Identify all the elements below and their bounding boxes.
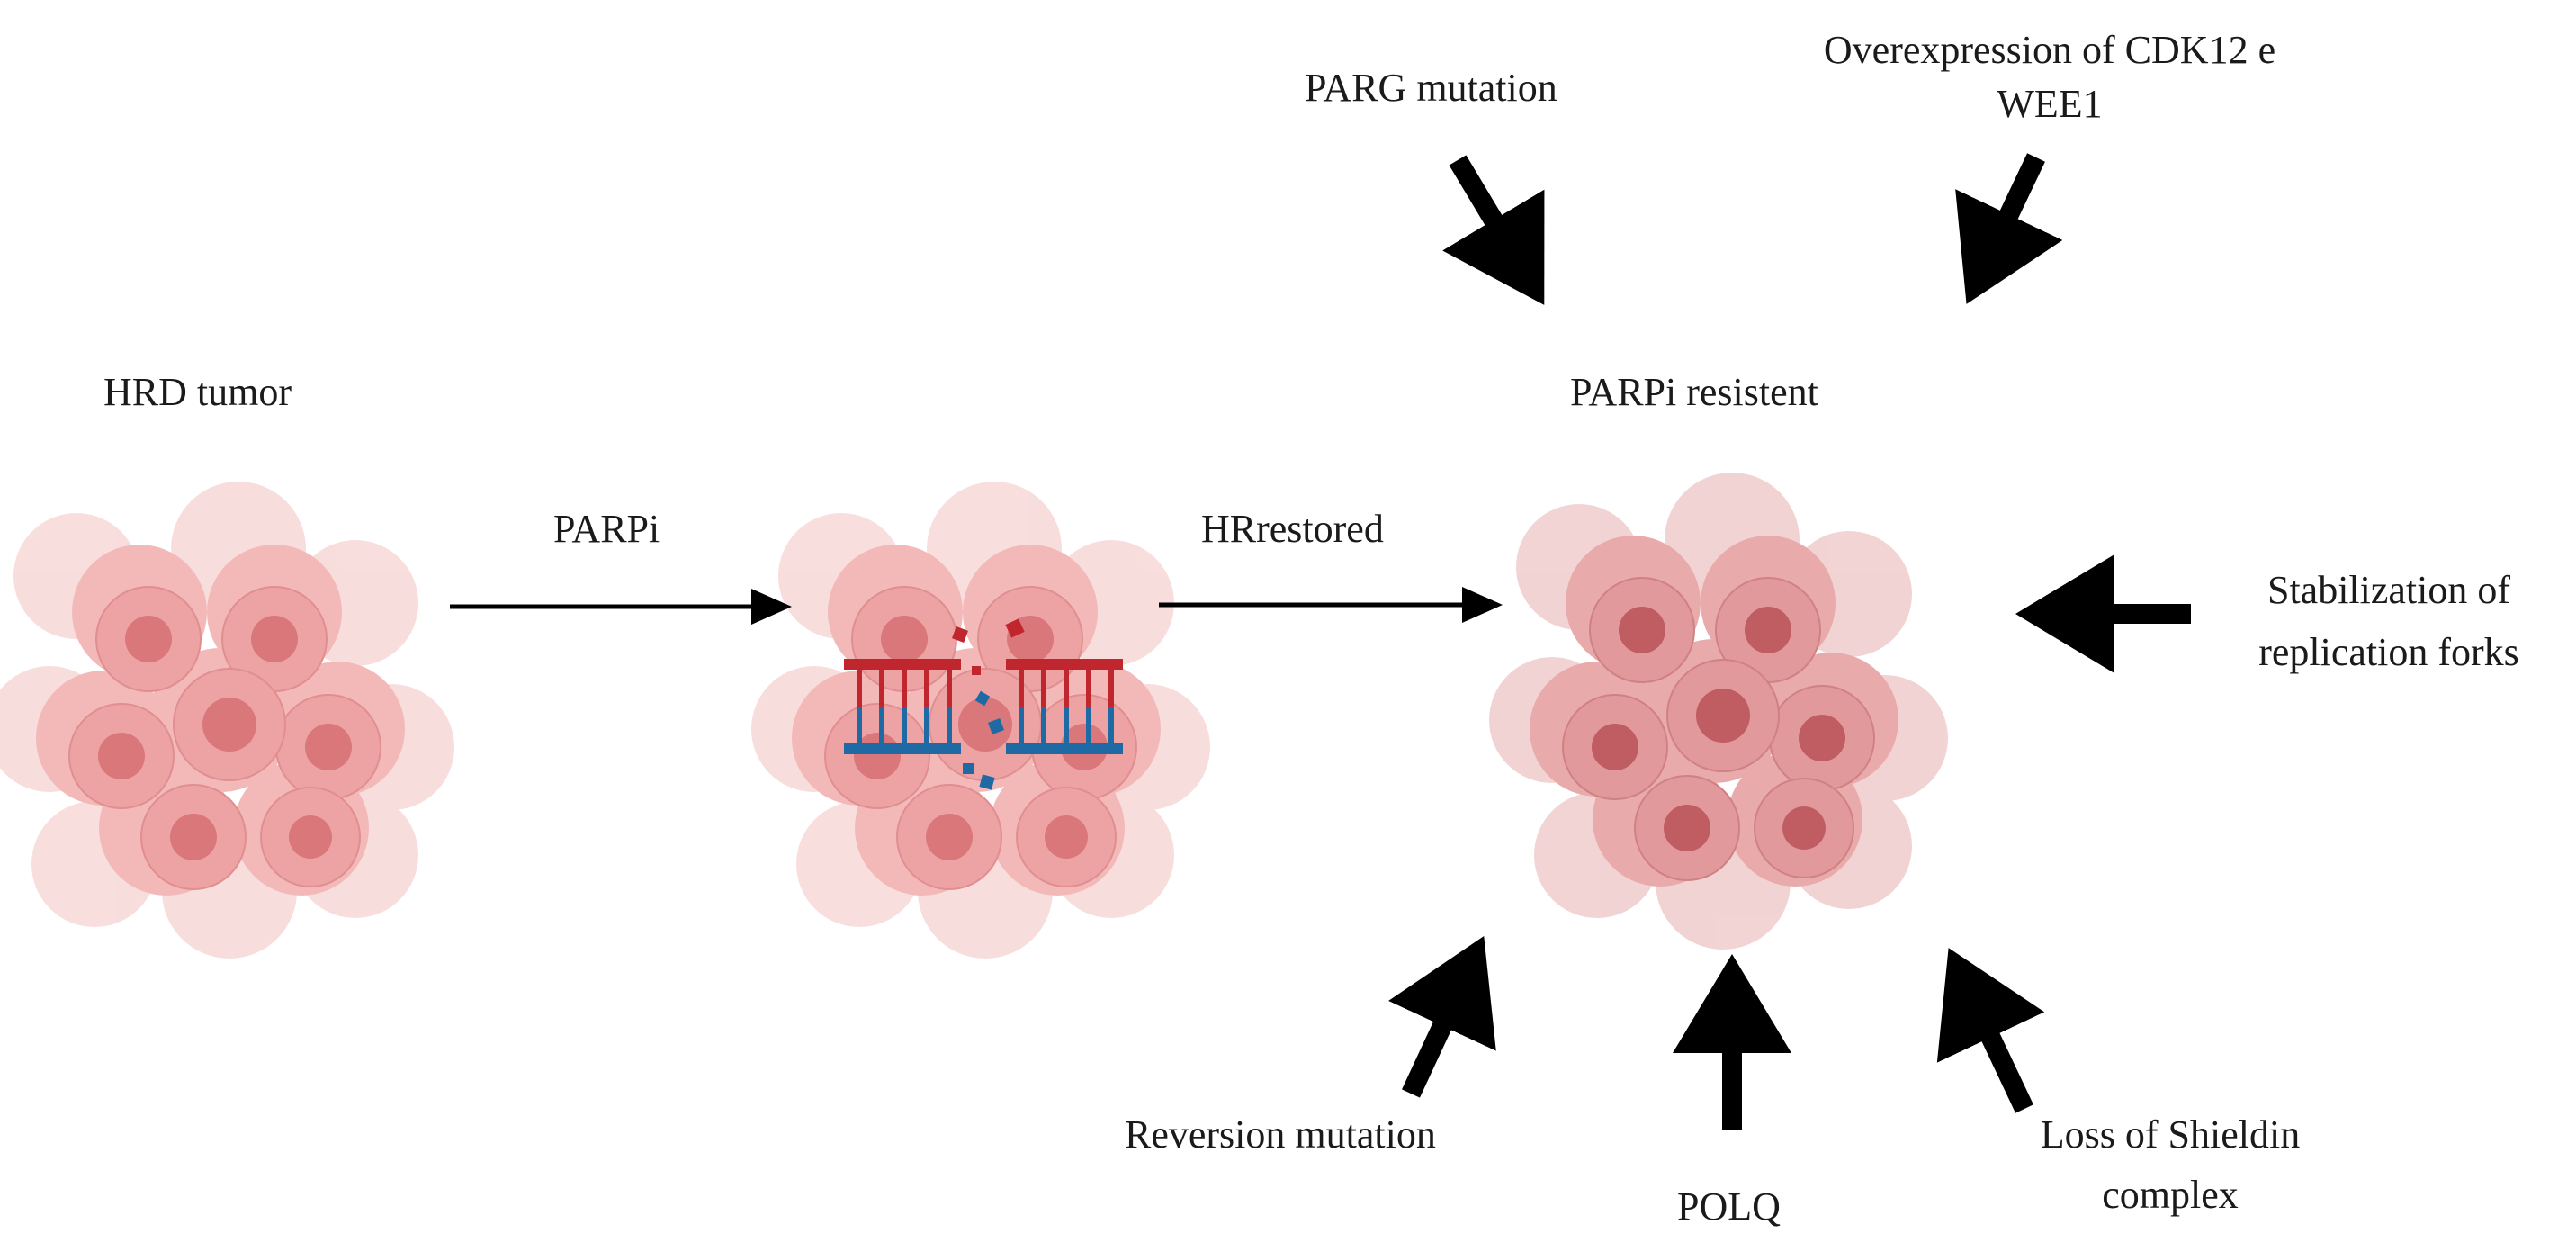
parg-mutation-arrow	[1442, 155, 1545, 305]
cdk12-wee1-label-line1: Overexpression of CDK12 e	[1823, 28, 2276, 72]
parg-mutation-label: PARG mutation	[1305, 66, 1557, 110]
parpi-resistent-label: PARPi resistent	[1570, 370, 1818, 414]
dna-break-icon	[844, 618, 1123, 790]
fork-stabilization-label-line2: replication forks	[2258, 630, 2519, 674]
hr-restored-label: HRrestored	[1201, 507, 1384, 551]
cdk12-wee1-arrow	[1955, 153, 2063, 304]
parpi-treated-cell-cluster	[751, 482, 1210, 958]
hrd-tumor-cell-cluster	[0, 482, 454, 958]
parpi-resistant-cell-cluster	[1489, 472, 1948, 950]
parpi-label: PARPi	[553, 507, 660, 551]
shieldin-label-line2: complex	[2102, 1173, 2239, 1217]
reversion-mutation-label: Reversion mutation	[1125, 1112, 1436, 1156]
shieldin-arrow	[1936, 948, 2045, 1113]
reversion-mutation-arrow	[1388, 936, 1496, 1098]
hrd-tumor-label: HRD tumor	[103, 370, 292, 414]
shieldin-label-line1: Loss of Shieldin	[2040, 1112, 2301, 1156]
fork-stabilization-label-line1: Stabilization of	[2266, 568, 2511, 612]
cdk12-wee1-label-line2: WEE1	[1997, 82, 2103, 126]
polq-label: POLQ	[1677, 1184, 1781, 1228]
